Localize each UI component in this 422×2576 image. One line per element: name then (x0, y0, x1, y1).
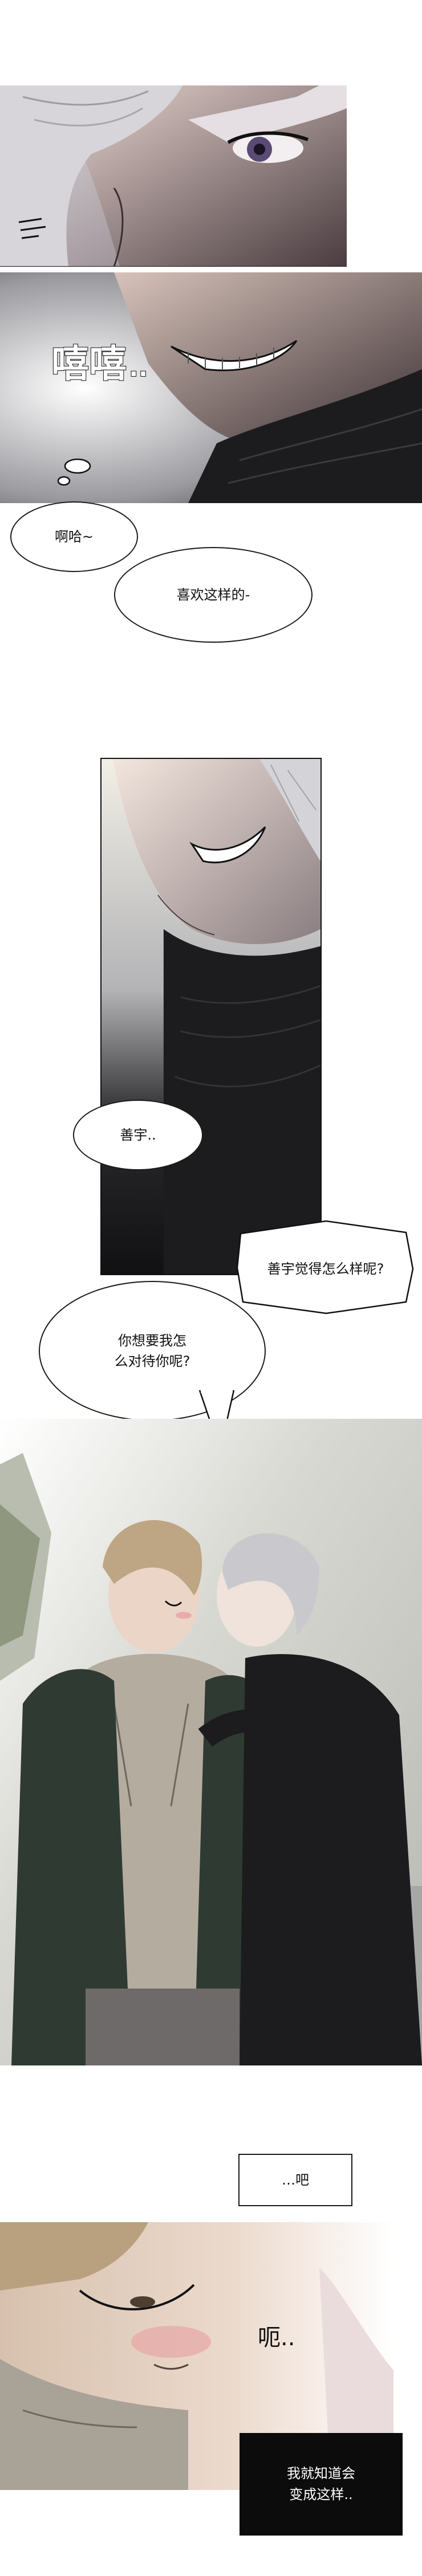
smiling-face-icon (102, 759, 320, 1274)
panel-5-blush-close-up (0, 2222, 393, 2490)
emphasis-lines-icon (18, 218, 46, 239)
speech-bubble-what-does-shanyu-think: 善宇觉得怎么样呢? (235, 1216, 416, 1318)
silver-hair-man-eye-icon (0, 85, 347, 267)
speech-text: …吧 (282, 2172, 309, 2188)
two-men-standing-icon (0, 1419, 422, 2065)
speech-text: 啊哈~ (54, 529, 94, 545)
grinning-mouth-icon (0, 272, 422, 503)
speech-text: 善宇.. (120, 1127, 156, 1143)
panel-3-smile-tall (100, 758, 322, 1275)
narration-text: 我就知道会 变成这样.. (287, 2465, 355, 2502)
thought-puff-icon (57, 458, 91, 486)
panel-2-grin (0, 272, 422, 503)
speech-bubble-likes-this: 喜欢这样的- (114, 547, 313, 643)
panel-4-two-characters (0, 1419, 422, 2065)
speech-text: 善宇觉得怎么样呢? (267, 1260, 384, 1277)
sfx-uh: 呃.. (258, 2325, 295, 2351)
sfx-giggle-dots: .. (128, 353, 148, 383)
sfx-giggle: 嘻嘻 (51, 341, 127, 386)
narration-box-knew-it: 我就知道会 变成这样.. (240, 2433, 403, 2536)
speech-bubble-shanyu: 善宇.. (73, 1100, 203, 1170)
speech-box-ba: …吧 (238, 2154, 352, 2206)
jagged-speech-bubble-icon (236, 1220, 414, 1314)
speech-text: 喜欢这样的- (176, 587, 250, 603)
speech-bubble-aha: 啊哈~ (10, 501, 138, 572)
speech-text: 你想要我怎 么对待你呢? (114, 1333, 190, 1369)
blushing-face-icon (0, 2222, 393, 2490)
panel-1-close-up-eye (0, 85, 347, 267)
